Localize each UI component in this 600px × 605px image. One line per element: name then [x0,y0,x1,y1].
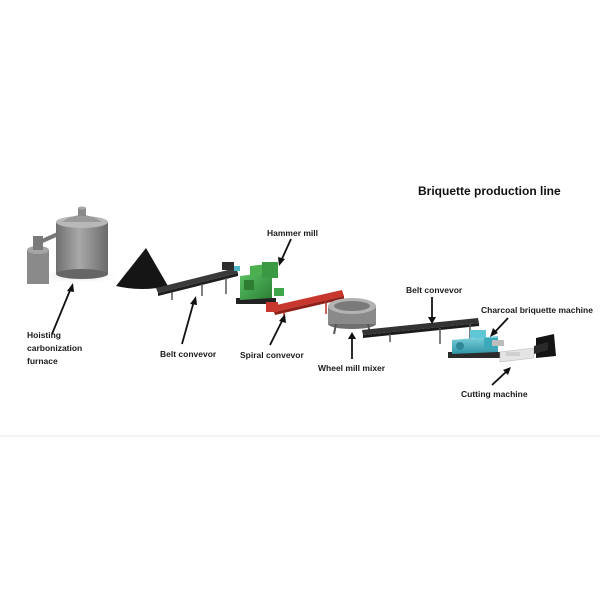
label-spiral-conveyor: Spiral convevor [240,350,304,360]
arrow-furnace [51,283,74,335]
cutting-machine [499,334,556,363]
label-furnace-line-1: Hoisting [27,330,61,340]
belt-conveyor-1-machine [156,262,240,300]
label-furnace-line-3: furnace [27,356,58,367]
label-furnace-line-2: carbonization [27,343,83,354]
label-cutting-machine: Cutting machine [461,389,528,399]
arrow-spiral-conveyor [269,314,286,346]
arrow-belt-conveyor-2 [428,297,436,324]
label-hammer-mill: Hammer mill [267,228,319,238]
label-hoisting-carbonization-furnace: Hoisting carbonization furnace [27,329,82,369]
diagram-title: Briquette production line [418,184,561,198]
arrow-hammer-mill [278,238,292,266]
label-belt-conveyor-1: Belt convevor [160,349,217,359]
hammer-mill-machine [236,262,284,304]
arrow-wheel-mill-mixer [348,332,356,359]
arrow-briquette-machine [490,317,509,337]
wheel-mill-mixer-machine [328,298,376,335]
label-arrows [51,238,511,386]
label-wheel-mill-mixer: Wheel mill mixer [318,363,386,373]
label-charcoal-briquette-machine: Charcoal briquette machine [481,305,593,315]
hoisting-carbonization-furnace [27,206,124,284]
charcoal-pile [116,248,168,289]
spiral-conveyor-machine [266,290,344,320]
charcoal-briquette-machine [448,330,504,358]
arrow-cutting-machine [491,367,511,386]
arrow-belt-conveyor-1 [181,296,197,345]
label-belt-conveyor-2: Belt convevor [406,285,463,295]
